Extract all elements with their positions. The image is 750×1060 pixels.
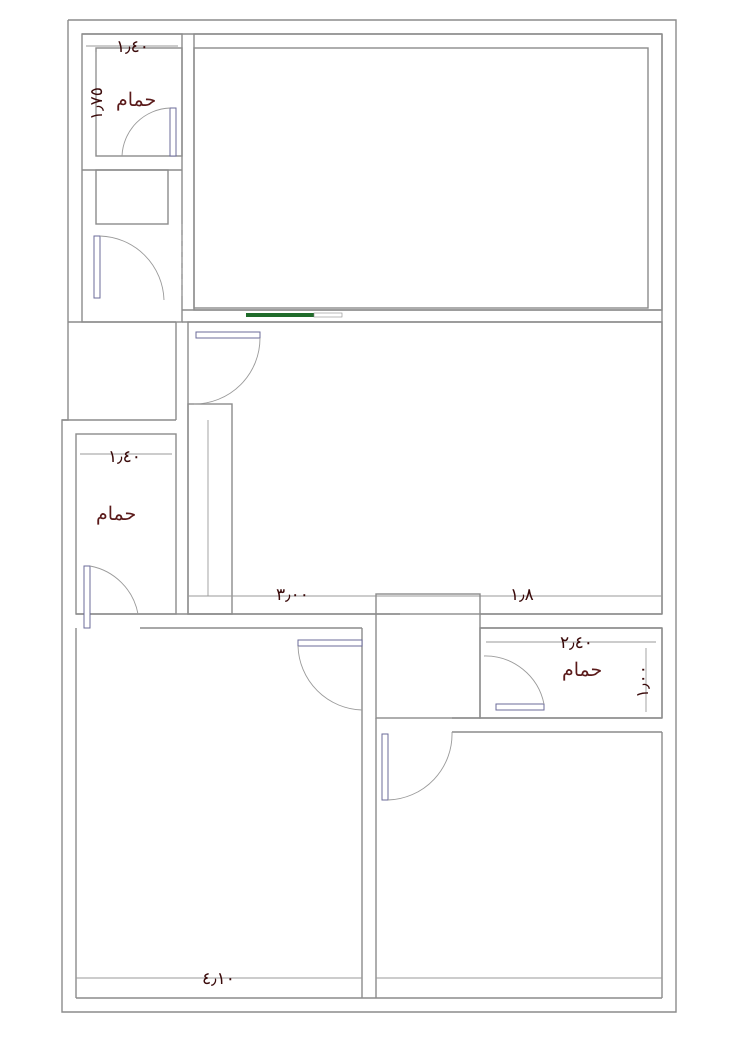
dim-bath-top-height: ١٫٧٥ [87, 87, 107, 120]
door-bedroom-left [297, 639, 363, 711]
door-bath-left [83, 565, 139, 629]
dim-hall-left: ٣٫٠٠ [276, 585, 309, 605]
corridor [361, 593, 662, 998]
outer-walls [61, 19, 677, 1013]
bath-right-label: حمام [562, 659, 602, 681]
living-area [62, 321, 663, 615]
bathroom-right [452, 627, 663, 733]
door-bath-top [121, 107, 177, 157]
green-marker [246, 312, 343, 318]
dim-hall-right: ١٫٨ [510, 585, 534, 605]
door-living [193, 331, 261, 405]
dim-bath-right-width: ٢٫٤٠ [560, 633, 593, 653]
door-bath-top-lower [93, 235, 165, 301]
bath-top-label: حمام [116, 89, 156, 111]
bathroom-left [75, 433, 400, 629]
door-bath-right [483, 655, 545, 711]
dim-bath-top-width: ١٫٤٠ [116, 37, 149, 57]
dim-bath-left-width: ١٫٤٠ [108, 447, 141, 467]
dim-bedroom-left-width: ٤٫١٠ [202, 969, 235, 989]
dim-bath-right-height: ١٫٠٠ [633, 665, 653, 698]
room-top [182, 33, 663, 323]
door-bedroom-right [381, 731, 453, 801]
bath-left-label: حمام [96, 503, 136, 525]
